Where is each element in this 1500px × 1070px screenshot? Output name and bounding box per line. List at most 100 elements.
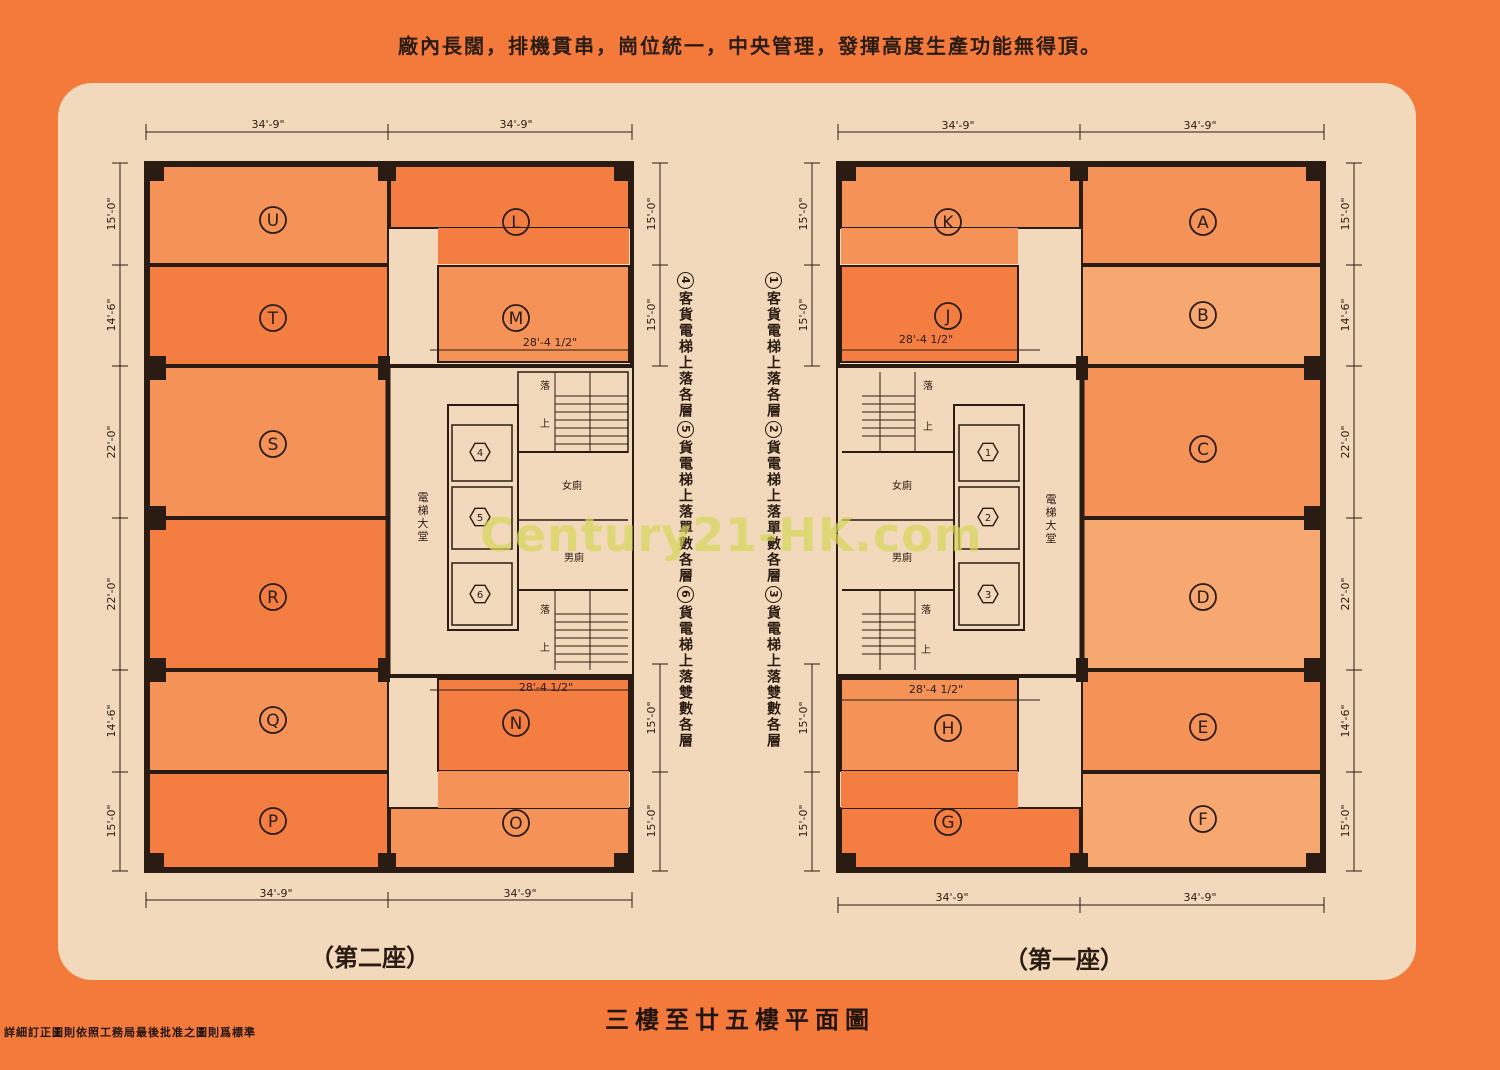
unit-n bbox=[437, 678, 630, 772]
dim-inner: 28'-4 1/2" bbox=[519, 681, 573, 694]
unit-label-d: D bbox=[1196, 588, 1209, 608]
dim-right: 22'-0" bbox=[1339, 577, 1352, 610]
elevator-2: 2 bbox=[985, 513, 991, 524]
unit-label-d-marker bbox=[1189, 583, 1217, 611]
lobby-label: 梯 bbox=[1046, 506, 1057, 519]
unit-t bbox=[148, 265, 389, 366]
stair-down-label: 落 bbox=[540, 604, 550, 616]
dim-inner: 28'-4 1/2" bbox=[909, 683, 963, 696]
unit-label-q-marker bbox=[259, 706, 287, 734]
unit-l bbox=[389, 165, 630, 229]
dim-bottom: 34'-9" bbox=[259, 887, 292, 900]
unit-a bbox=[1081, 165, 1322, 265]
unit-label-c: C bbox=[1197, 440, 1209, 460]
dim-left: 14'-6" bbox=[105, 298, 118, 331]
dim-inner: 28'-4 1/2" bbox=[899, 333, 953, 346]
unit-s bbox=[148, 366, 389, 518]
dim-right: 15'-0" bbox=[645, 701, 658, 734]
unit-u bbox=[148, 165, 389, 265]
lobby-label: 梯 bbox=[418, 504, 429, 517]
elevator-5-marker bbox=[469, 507, 491, 527]
elevator-4: 4 bbox=[477, 448, 483, 459]
dim-left: 14'-6" bbox=[105, 704, 118, 737]
dim-top: 34'-9" bbox=[1183, 119, 1216, 132]
unit-f bbox=[1081, 772, 1322, 869]
elevator-2-marker bbox=[977, 507, 999, 527]
unit-label-p-marker bbox=[259, 807, 287, 835]
unit-o bbox=[389, 807, 630, 869]
elevator-3-marker bbox=[977, 584, 999, 604]
dim-bottom: 34'-9" bbox=[503, 887, 536, 900]
dim-left: 15'-0" bbox=[105, 804, 118, 837]
unit-label-q: Q bbox=[266, 711, 279, 731]
block-2 bbox=[112, 124, 668, 908]
unit-label-n-marker bbox=[502, 709, 530, 737]
elevator-6: 6 bbox=[477, 590, 483, 601]
stair-up-label: 上 bbox=[540, 418, 550, 430]
dim-right: 15'-0" bbox=[1339, 197, 1352, 230]
elevator-1: 1 bbox=[985, 448, 991, 459]
unit-r bbox=[148, 518, 389, 670]
dim-right: 14'-6" bbox=[1339, 704, 1352, 737]
unit-label-t-marker bbox=[259, 304, 287, 332]
unit-j bbox=[840, 265, 1019, 363]
unit-label-o: O bbox=[509, 814, 522, 834]
note-text-2: 貨電梯上落單數各層 bbox=[765, 440, 781, 584]
unit-label-j-marker bbox=[934, 302, 962, 330]
unit-label-g-marker bbox=[934, 808, 962, 836]
lobby-label: 電 bbox=[1046, 493, 1057, 506]
toilet-women-label: 女廁 bbox=[562, 479, 582, 492]
unit-label-e-marker bbox=[1189, 713, 1217, 741]
headline: 廠內長闊，排機貫串，崗位統一，中央管理，發揮高度生產功能無得頂。 bbox=[398, 34, 1102, 58]
dim-right: 15'-0" bbox=[645, 804, 658, 837]
stair-down-label: 落 bbox=[540, 380, 550, 392]
unit-label-r-marker bbox=[259, 583, 287, 611]
dim-left: 15'-0" bbox=[797, 298, 810, 331]
approval-note: 詳細訂正圖則依照工務局最後批准之圖則爲標準 bbox=[4, 1026, 256, 1039]
unit-d bbox=[1081, 518, 1322, 670]
elevator-6-marker bbox=[469, 584, 491, 604]
dim-left: 15'-0" bbox=[797, 197, 810, 230]
dim-left: 15'-0" bbox=[105, 197, 118, 230]
block-1 bbox=[804, 124, 1362, 913]
unit-label-t: T bbox=[267, 309, 279, 329]
dim-top: 34'-9" bbox=[251, 118, 284, 131]
unit-p bbox=[148, 772, 389, 869]
toilet-men-label: 男廁 bbox=[564, 551, 584, 564]
note-text-1: 客貨電梯上落各層 bbox=[765, 291, 781, 419]
elevator-notes-block-2: 4客貨電梯上落各層5貨電梯上落單數各層6貨電梯上落雙數各層 bbox=[676, 270, 694, 749]
dim-right: 15'-0" bbox=[645, 298, 658, 331]
elevator-4-marker bbox=[469, 442, 491, 462]
unit-label-h: H bbox=[942, 719, 955, 739]
unit-o-upper bbox=[438, 771, 629, 808]
dim-right: 15'-0" bbox=[645, 197, 658, 230]
unit-label-a: A bbox=[1197, 213, 1209, 233]
unit-label-a-marker bbox=[1189, 208, 1217, 236]
unit-h bbox=[840, 678, 1019, 772]
dim-left: 22'-0" bbox=[105, 425, 118, 458]
dim-left: 15'-0" bbox=[797, 701, 810, 734]
note-text-4: 客貨電梯上落各層 bbox=[677, 291, 693, 419]
stair-down-label: 落 bbox=[921, 604, 931, 616]
unit-label-g: G bbox=[941, 813, 954, 833]
unit-label-o-marker bbox=[502, 809, 530, 837]
dim-left: 22'-0" bbox=[105, 577, 118, 610]
dim-top: 34'-9" bbox=[499, 118, 532, 131]
unit-label-s: S bbox=[268, 435, 279, 455]
unit-l-lower bbox=[438, 228, 629, 264]
unit-label-e: E bbox=[1198, 718, 1209, 738]
unit-m bbox=[437, 265, 630, 363]
note-number-3: 3 bbox=[765, 586, 782, 603]
dim-right: 22'-0" bbox=[1339, 425, 1352, 458]
unit-label-p: P bbox=[268, 812, 278, 832]
note-text-3: 貨電梯上落雙數各層 bbox=[765, 605, 781, 749]
unit-label-f-marker bbox=[1189, 805, 1217, 833]
unit-label-r: R bbox=[267, 588, 279, 608]
lobby-label: 大 bbox=[1046, 518, 1057, 532]
lobby-label: 堂 bbox=[418, 530, 429, 543]
unit-label-s-marker bbox=[259, 430, 287, 458]
unit-c bbox=[1081, 366, 1322, 518]
block-1-label: （第一座） bbox=[1004, 946, 1124, 974]
elevator-3: 3 bbox=[985, 590, 991, 601]
elevator-notes-block-1: 1客貨電梯上落各層2貨電梯上落單數各層3貨電梯上落雙數各層 bbox=[764, 270, 782, 749]
